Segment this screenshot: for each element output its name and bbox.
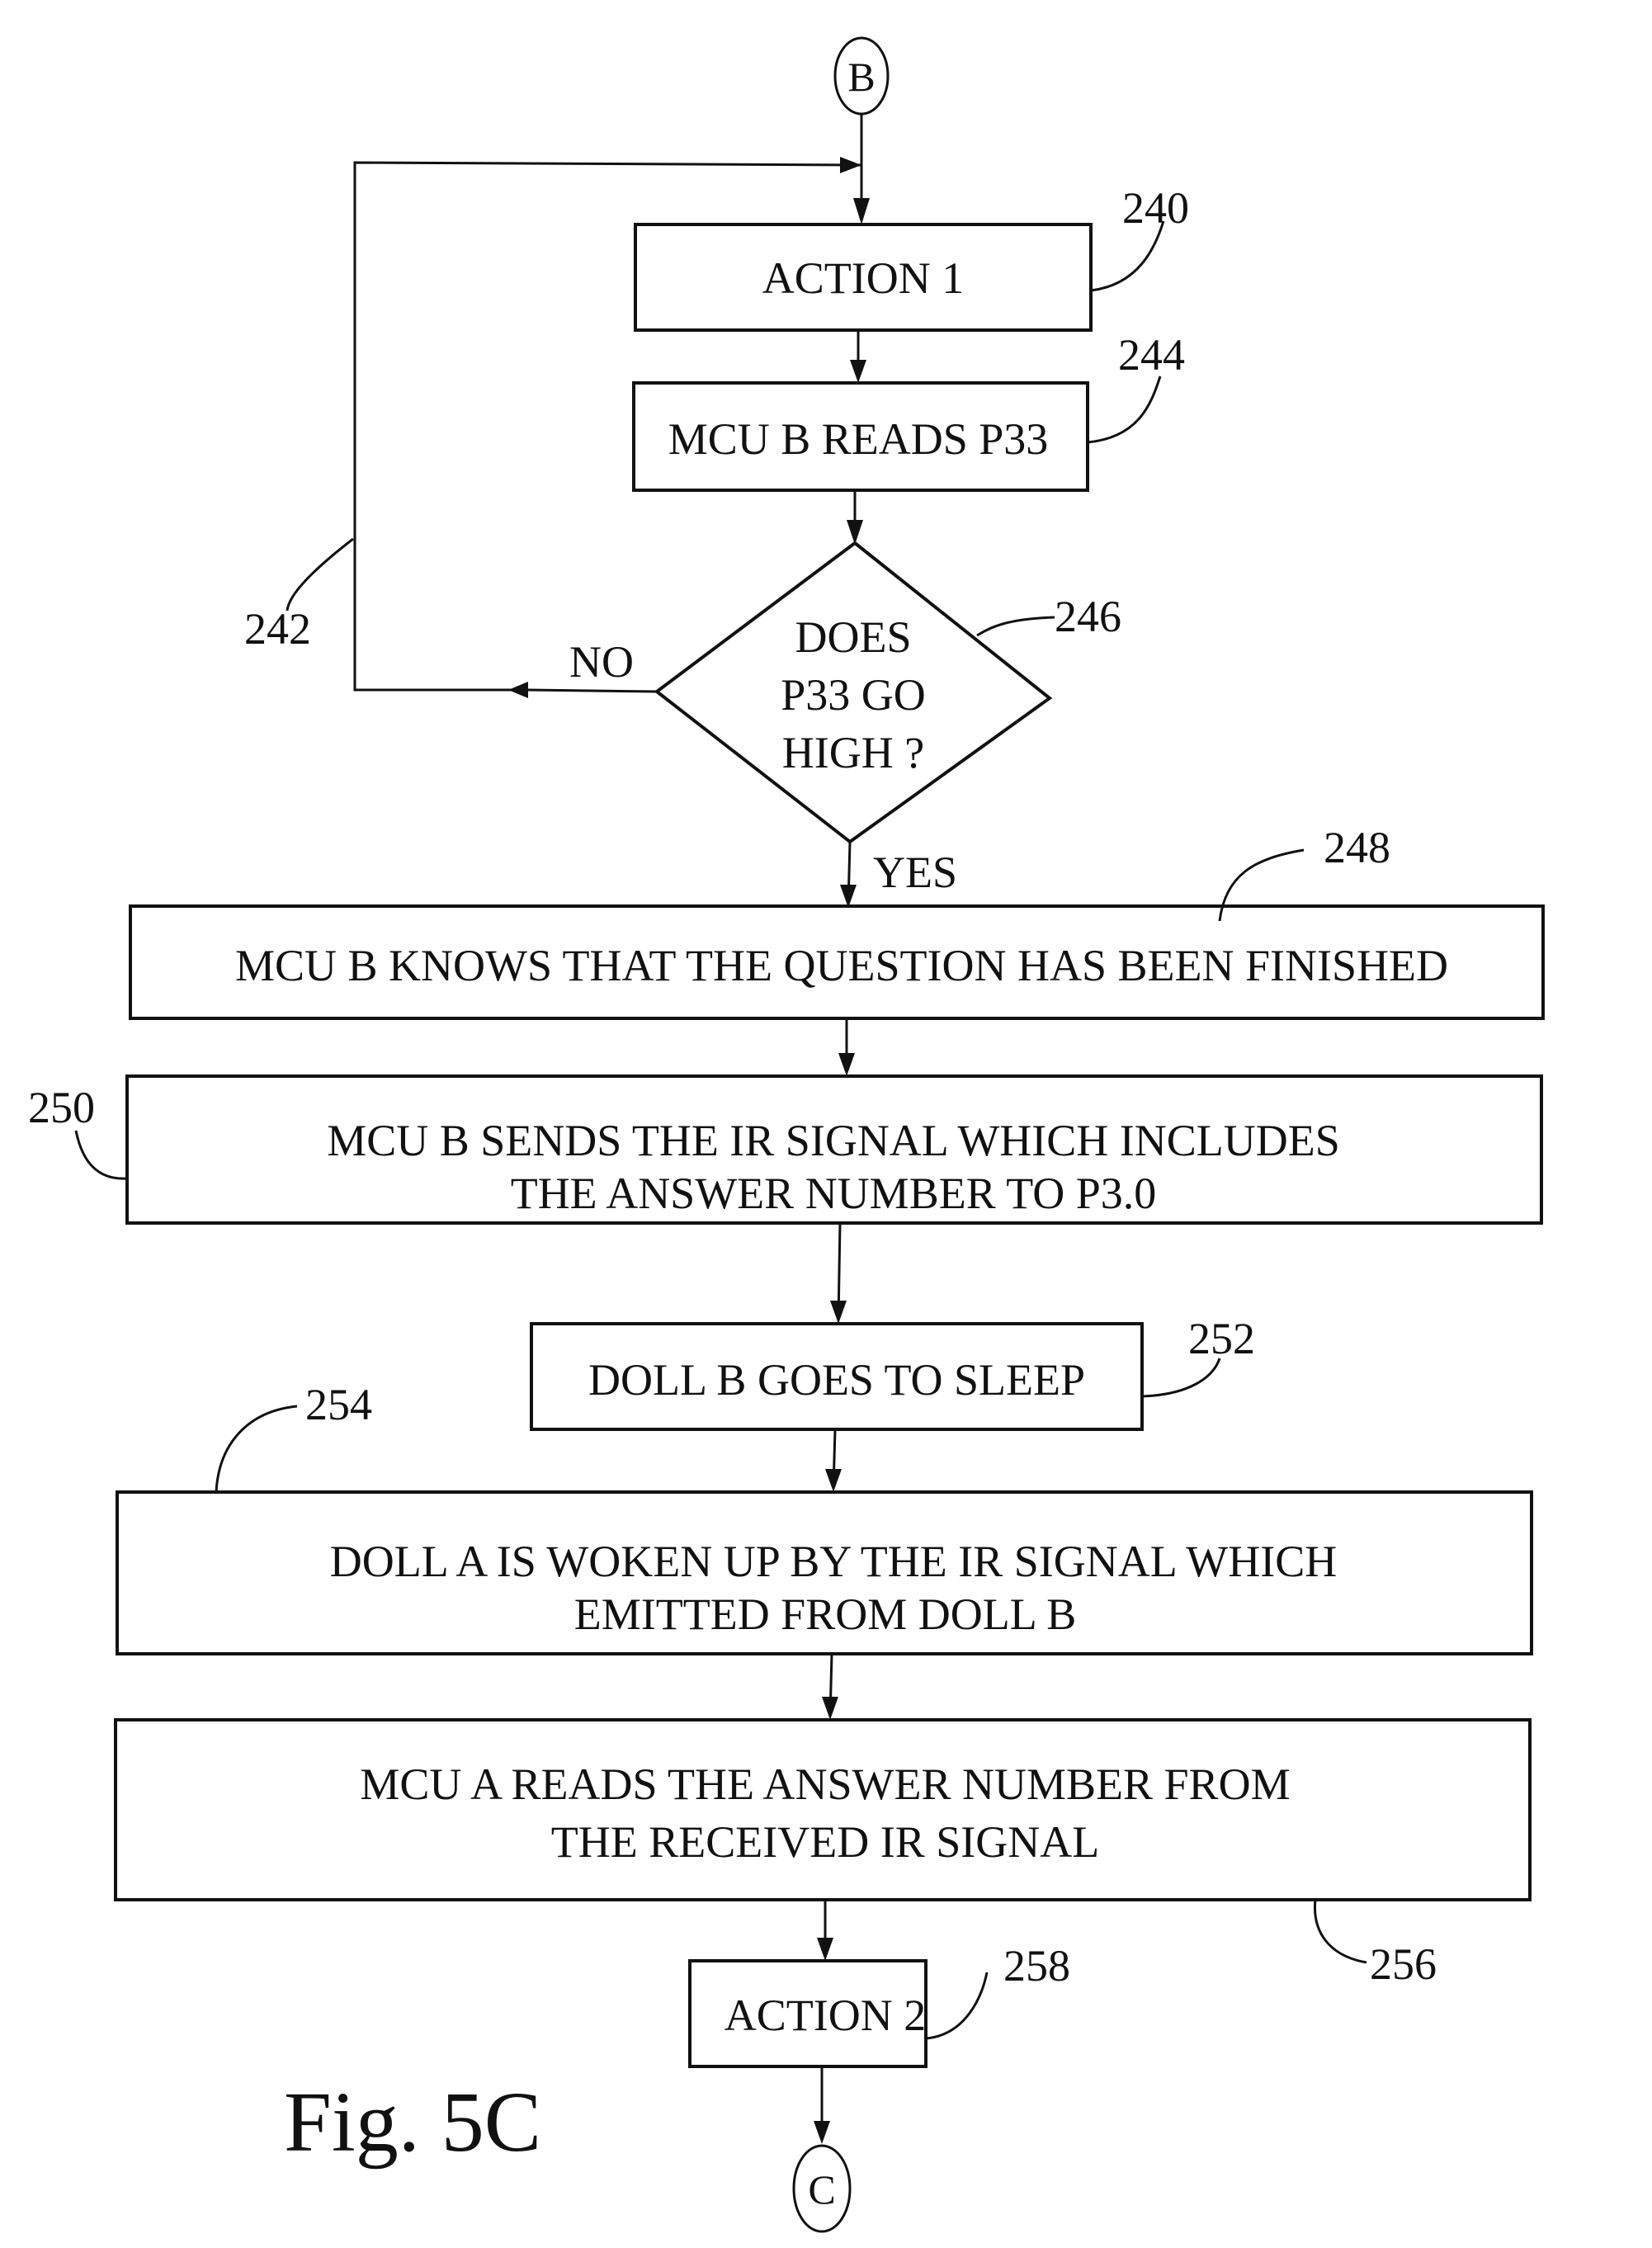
branch-no-label: NO: [569, 637, 634, 687]
step-mcu-b-reads-p33-text: MCU B READS P33: [668, 414, 1049, 464]
leader-244: [1088, 376, 1160, 442]
step-question-finished-text: MCU B KNOWS THAT THE QUESTION HAS BEEN F…: [235, 941, 1448, 990]
arrowhead: [853, 198, 870, 224]
ref-246: 246: [1055, 592, 1121, 641]
step-mcu-a-reads-line-1: MCU A READS THE ANSWER NUMBER FROM: [360, 1759, 1290, 1809]
leader-254: [216, 1406, 297, 1492]
loop-arrowhead-top: [840, 157, 861, 173]
connector-c: C: [794, 2146, 850, 2231]
arrowhead: [830, 1301, 847, 1324]
step-action-1-text: ACTION 1: [762, 253, 964, 303]
arrowhead: [814, 2121, 830, 2144]
arrowhead: [838, 1053, 855, 1076]
ref-254: 254: [305, 1380, 372, 1429]
leader-258: [926, 1972, 987, 2038]
connector-b: B: [835, 38, 888, 114]
ref-252: 252: [1188, 1314, 1255, 1363]
step-doll-b-sleep-text: DOLL B GOES TO SLEEP: [588, 1355, 1085, 1405]
branch-yes-label: YES: [873, 848, 957, 897]
step-mcu-a-reads: [116, 1720, 1530, 1900]
ref-258: 258: [1003, 1941, 1070, 1991]
connector-c-label: C: [808, 2166, 835, 2213]
step-mcu-a-reads-line-2: THE RECEIVED IR SIGNAL: [551, 1817, 1099, 1867]
ref-248: 248: [1324, 823, 1390, 872]
step-doll-a-woken-line-1: DOLL A IS WOKEN UP BY THE IR SIGNAL WHIC…: [330, 1537, 1337, 1586]
step-send-ir-signal-line-2: THE ANSWER NUMBER TO P3.0: [511, 1169, 1157, 1218]
ref-244: 244: [1118, 330, 1185, 380]
step-send-ir-signal-line-1: MCU B SENDS THE IR SIGNAL WHICH INCLUDES: [327, 1116, 1340, 1165]
decision-text-line-1: DOES: [795, 612, 911, 662]
leader-242: [287, 539, 353, 611]
arrowhead: [850, 360, 866, 383]
no-branch-line: [528, 690, 657, 692]
leader-246: [977, 617, 1055, 635]
leader-252: [1142, 1358, 1220, 1396]
ref-242: 242: [244, 604, 311, 654]
no-arrowhead: [508, 682, 528, 698]
connector-b-label: B: [847, 54, 875, 100]
decision-text-line-3: HIGH ?: [782, 728, 924, 777]
ref-250: 250: [28, 1083, 95, 1132]
leader-250: [76, 1131, 127, 1178]
arrowhead: [825, 1469, 842, 1492]
ref-240: 240: [1122, 183, 1189, 233]
figure-label: Fig. 5C: [284, 2075, 541, 2170]
arrowhead: [817, 1938, 833, 1961]
decision-text-line-2: P33 GO: [781, 670, 926, 720]
step-action-2-text: ACTION 2: [725, 1991, 926, 2040]
leader-256: [1315, 1900, 1366, 1962]
step-doll-a-woken-line-2: EMITTED FROM DOLL B: [574, 1589, 1076, 1639]
arrowhead: [822, 1697, 838, 1720]
ref-256: 256: [1370, 1939, 1437, 1989]
arrowhead: [840, 885, 857, 908]
